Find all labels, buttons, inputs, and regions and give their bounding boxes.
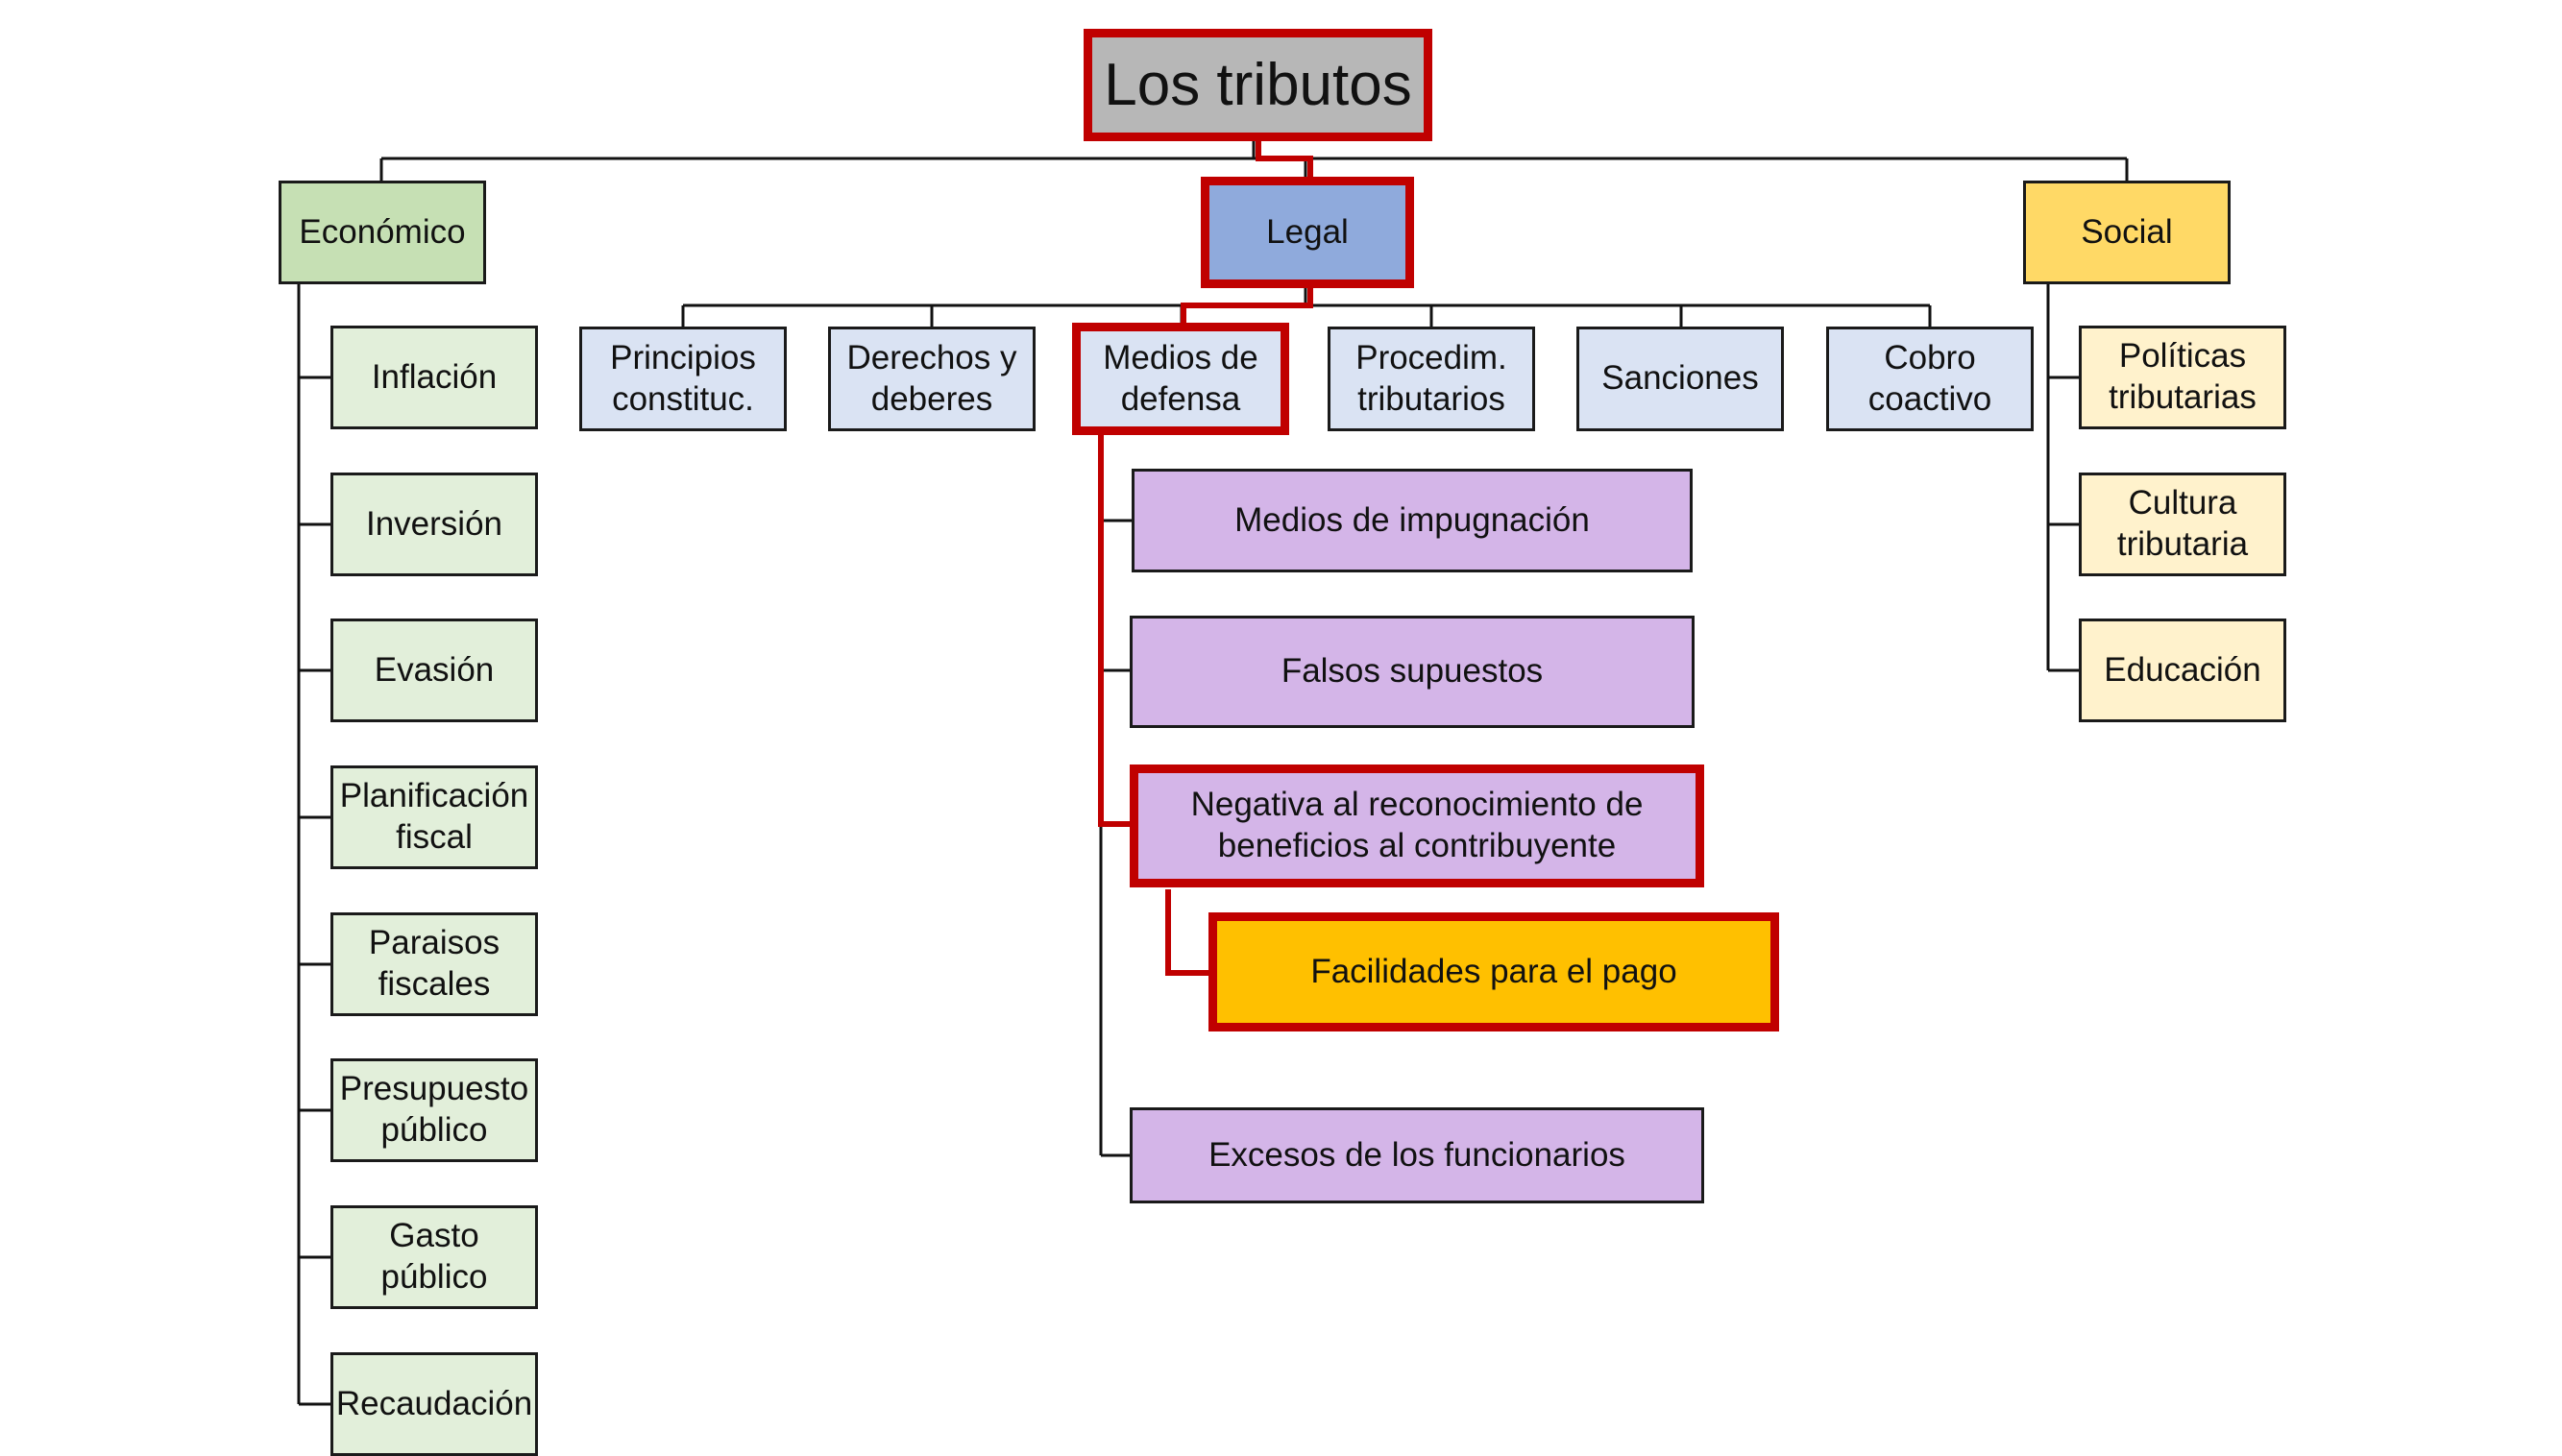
medios-item: Excesos de los funcionarios: [1130, 1107, 1704, 1203]
branch-social: Social: [2023, 181, 2231, 284]
branch-economico: Económico: [279, 181, 486, 284]
economico-item: Inflación: [330, 326, 538, 429]
social-item-label: Cultura tributaria: [2116, 484, 2249, 563]
economico-item-label: Presupuesto público: [339, 1070, 529, 1149]
legal-item: Derechos y deberes: [828, 327, 1036, 431]
economico-item: Evasión: [330, 619, 538, 722]
economico-item: Gasto público: [330, 1205, 538, 1309]
medios-item: Medios de impugnación: [1132, 469, 1693, 572]
social-item: Educación: [2079, 619, 2286, 722]
medios-item-label: Medios de impugnación: [1234, 500, 1590, 539]
legal-item-label: Derechos y deberes: [846, 338, 1017, 418]
legal-item: Principios constituc.: [579, 327, 787, 431]
economico-item: Inversión: [330, 473, 538, 576]
legal-item: Procedim. tributarios: [1328, 327, 1535, 431]
legal-item-label: Procedim. tributarios: [1355, 338, 1507, 418]
economico-item-label: Evasión: [374, 650, 495, 689]
medios-item-label: Negativa al reconocimiento de beneficios…: [1190, 786, 1644, 864]
legal-item: Sanciones: [1576, 327, 1784, 431]
branch-economico-label: Económico: [299, 212, 466, 251]
legal-item-label: Principios constituc.: [610, 338, 756, 418]
legal-item-medios-de-defensa: Medios de defensa: [1072, 323, 1289, 435]
social-item: Cultura tributaria: [2079, 473, 2286, 576]
economico-item-label: Recaudación: [335, 1384, 533, 1422]
legal-item: Cobro coactivo: [1826, 327, 2034, 431]
facilidades-para-el-pago: Facilidades para el pago: [1208, 912, 1779, 1031]
facilidades-label: Facilidades para el pago: [1310, 952, 1677, 990]
legal-item-label: Sanciones: [1601, 359, 1759, 398]
legal-item-label: Cobro coactivo: [1867, 338, 1992, 418]
title-text: Los tributos: [1104, 51, 1412, 118]
medios-item-negativa: Negativa al reconocimiento de beneficios…: [1130, 764, 1704, 887]
legal-item-label: Medios de defensa: [1103, 338, 1258, 418]
branch-social-label: Social: [2081, 212, 2173, 251]
economico-item: Planificación fiscal: [330, 765, 538, 869]
title-box: Los tributos: [1084, 29, 1432, 141]
social-item-label: Políticas tributarias: [2109, 337, 2257, 416]
medios-item-label: Excesos de los funcionarios: [1208, 1135, 1625, 1174]
economico-item-label: Planificación fiscal: [339, 777, 529, 856]
economico-item-label: Inversión: [365, 504, 503, 543]
economico-item-label: Paraisos fiscales: [368, 924, 500, 1003]
medios-item: Falsos supuestos: [1130, 616, 1695, 728]
economico-item-label: Inflación: [371, 357, 498, 396]
economico-item-label: Gasto público: [380, 1217, 488, 1296]
medios-item-label: Falsos supuestos: [1281, 652, 1544, 691]
economico-item: Paraisos fiscales: [330, 912, 538, 1016]
social-item: Políticas tributarias: [2079, 326, 2286, 429]
social-item-label: Educación: [2104, 650, 2261, 689]
branch-legal: Legal: [1201, 177, 1414, 288]
economico-item: Presupuesto público: [330, 1058, 538, 1162]
branch-legal-label: Legal: [1266, 212, 1349, 251]
